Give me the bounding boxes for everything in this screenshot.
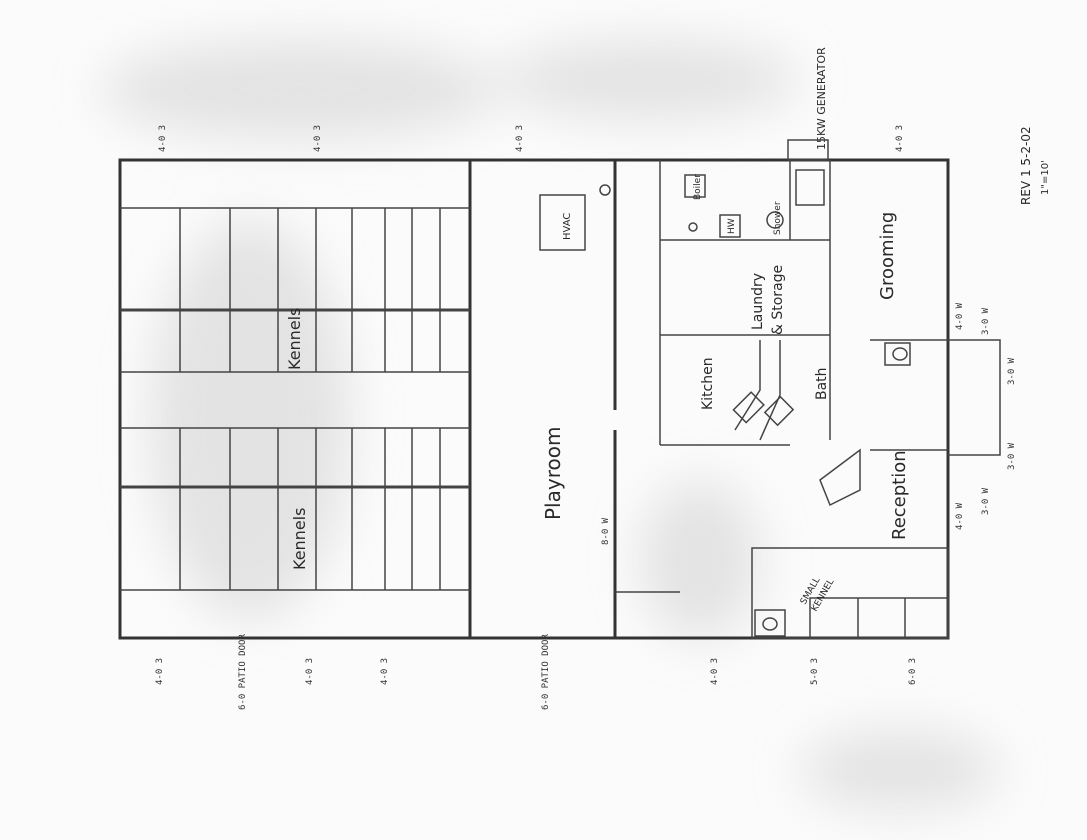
dim-right: 4-0 W: [955, 302, 965, 330]
dim-bottom: 6-0 3: [908, 658, 918, 685]
dim-top: 4-0 3: [158, 125, 168, 152]
dim-bottom: 4-0 3: [305, 658, 315, 685]
room-playroom: Playroom: [541, 427, 565, 520]
dim-right: 3-0 W: [1007, 442, 1017, 470]
dim-right: 3-0 W: [981, 487, 991, 515]
interior-walls: [539, 160, 1001, 639]
dim-right: 3-0 W: [1007, 357, 1017, 385]
dim-bottom: 6-0 PATIO DOOR: [238, 634, 248, 710]
dim-top: 4-0 3: [313, 125, 323, 152]
room-reception: Reception: [889, 450, 910, 540]
dim-top: 4-0 3: [895, 125, 905, 152]
room-storage: & Storage: [770, 265, 786, 335]
dim-bottom: 5-0 3: [810, 658, 820, 685]
dimension-labels-right: 4-0 W 3-0 W 3-0 W 3-0 W 4-0 W 3-0 W: [955, 302, 1017, 530]
dim-right: 4-0 W: [955, 502, 965, 530]
room-shower: Shower: [773, 201, 783, 235]
room-hvac: HVAC: [562, 213, 573, 240]
generator-pad: [787, 139, 829, 161]
room-boiler: Boiler: [693, 174, 703, 200]
generator-label: 15KW GENERATOR: [815, 47, 828, 150]
outer-walls: [118, 158, 950, 640]
room-kennels-1: Kennels: [285, 308, 304, 370]
dim-bottom: 4-0 3: [710, 658, 720, 685]
room-hw: HW: [727, 218, 737, 234]
dimension-labels-top: 4-0 3 4-0 3 4-0 3 4-0 3: [158, 125, 905, 152]
dim-top: 4-0 3: [515, 125, 525, 152]
dim-bottom: 4-0 3: [380, 658, 390, 685]
room-kitchen: Kitchen: [700, 357, 716, 410]
room-laundry: Laundry: [750, 273, 766, 330]
dim-bottom: 4-0 3: [155, 658, 165, 685]
revision-label: REV 1 5-2-02: [1019, 126, 1033, 205]
scale-label: 1"=10': [1040, 160, 1051, 195]
dimension-labels-bottom: 4-0 3 6-0 PATIO DOOR 4-0 3 4-0 3 6-0 PAT…: [155, 634, 918, 710]
dim-inner: 8-0 W: [601, 517, 611, 545]
room-grooming: Grooming: [877, 212, 898, 300]
room-bath: Bath: [814, 367, 830, 400]
room-kennels-2: Kennels: [290, 508, 309, 570]
dim-bottom: 6-0 PATIO DOOR: [541, 634, 551, 710]
kennel-runs: [120, 207, 470, 591]
scan-smudges: [100, 40, 1000, 810]
dim-right: 3-0 W: [981, 307, 991, 335]
